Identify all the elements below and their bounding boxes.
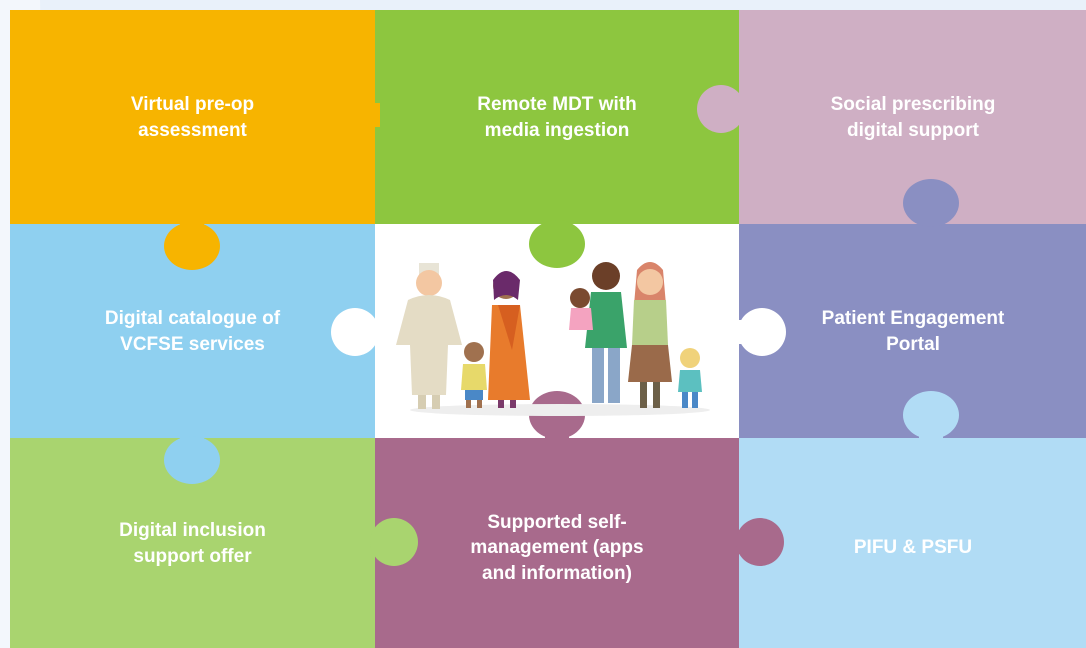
knob-blue-down [164,425,220,484]
person-man-with-baby-icon [569,262,627,403]
person-woman-sari-icon [488,271,530,408]
family-group-illustration [396,262,710,416]
label-supported-self-management: Supported self- management (apps and inf… [470,511,644,584]
person-woman-green-icon [628,262,672,408]
person-man-kurta-icon [396,263,462,409]
piece-virtual-pre-op [10,10,375,224]
knob-orange-down [164,210,220,270]
piece-pifu-psfu [739,438,1086,648]
label-patient-engagement: Patient Engagement Portal [821,308,1005,355]
person-child-blonde-icon [678,348,702,408]
label-pifu-psfu: PIFU & PSFU [853,537,973,559]
label-digital-inclusion: Digital inclusion support offer [119,520,266,567]
label-virtual-pre-op: Virtual pre-op assessment [130,94,255,141]
knob-center-right [730,308,786,356]
knob-orange-to-green [328,91,380,139]
knob-purple-right [730,518,784,566]
knob-paleblue-up [903,391,959,445]
knob-green-down [529,210,585,268]
piece-remote-mdt [375,10,739,224]
piece-supported-self-management [375,438,739,648]
person-boy-icon [461,342,487,408]
label-social-prescribing: Social prescribing digital support [830,94,996,141]
label-remote-mdt: Remote MDT with media ingestion [477,94,637,141]
knob-lightgreen-right [370,518,418,566]
knob-pink-to-green [697,85,774,133]
label-digital-catalogue: Digital catalogue of VCFSE services [104,308,281,355]
knob-center-left [331,308,390,356]
knob-periwinkle-up [903,179,959,230]
